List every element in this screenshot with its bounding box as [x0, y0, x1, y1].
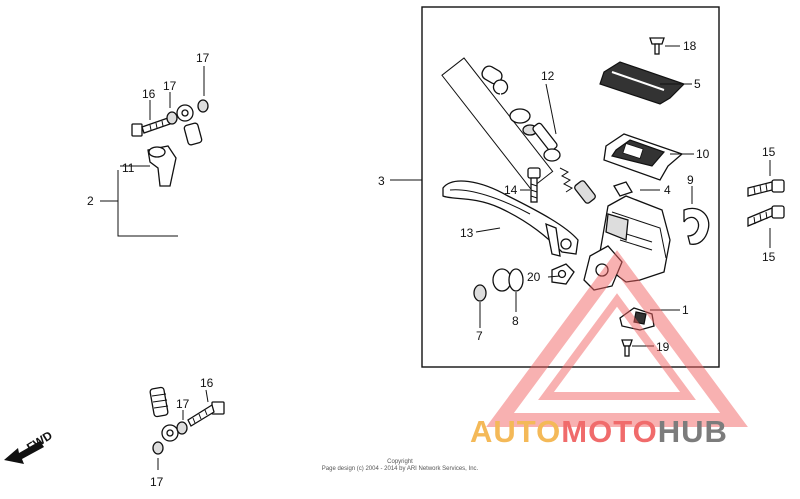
watermark-triangle [486, 250, 748, 427]
watermark-text: AUTOMOTOHUB [470, 414, 728, 449]
callout-11: 11 [122, 161, 135, 175]
screw-18 [649, 37, 665, 55]
callout-13: 13 [460, 226, 474, 240]
callout-17: 17 [196, 51, 210, 65]
upper-hose-fitting [183, 122, 203, 146]
callout-17: 17 [176, 397, 190, 411]
callout-labels: 17 17 16 11 2 16 17 17 3 18 12 5 10 14 4… [87, 39, 776, 489]
callout-3: 3 [378, 174, 385, 188]
callout-14: 14 [504, 183, 518, 197]
washer-17-upper-b [197, 99, 209, 113]
seal-7 [473, 284, 487, 302]
watermark-moto: MOTO [561, 414, 657, 449]
callout-17: 17 [163, 79, 177, 93]
washer-17-upper-a [166, 111, 178, 125]
master-cylinder-frame [421, 6, 720, 368]
callout-2: 2 [87, 194, 94, 208]
bolt-16-upper [131, 117, 171, 137]
right-leaders [475, 45, 771, 347]
callout-5: 5 [694, 77, 701, 91]
bolt-15-upper [747, 179, 785, 197]
copyright-notice: Copyright Page design (c) 2004 - 2014 by… [322, 459, 479, 472]
callout-4: 4 [664, 183, 671, 197]
nut-20 [551, 263, 575, 285]
callout-12: 12 [541, 69, 555, 83]
bracket-9 [683, 207, 710, 245]
callout-7: 7 [476, 329, 483, 343]
callout-19: 19 [656, 340, 670, 354]
callout-17: 17 [150, 475, 164, 489]
callout-8: 8 [512, 314, 519, 328]
fwd-label: FWD [24, 428, 55, 455]
switch-1 [619, 307, 655, 331]
callout-16: 16 [200, 376, 214, 390]
master-cylinder-body [583, 195, 671, 291]
watermark: AUTOMOTOHUB [470, 250, 748, 449]
callout-16: 16 [142, 87, 156, 101]
callout-18: 18 [683, 39, 697, 53]
lower-hose-fitting [149, 386, 169, 418]
screw-4 [613, 181, 633, 197]
left-leaders [100, 66, 209, 470]
seal-8 [492, 268, 524, 292]
copyright-line-1: Copyright [387, 459, 413, 465]
brake-lever-13 [442, 180, 579, 257]
watermark-hub: HUB [658, 414, 728, 449]
callout-15: 15 [762, 145, 776, 159]
reservoir-cap-5 [599, 61, 686, 105]
callout-9: 9 [687, 173, 694, 187]
bolt-16-lower [187, 401, 225, 427]
piston-kit-12 [441, 57, 596, 204]
callout-15: 15 [762, 250, 776, 264]
copyright-line-2: Page design (c) 2004 - 2014 by ARI Netwo… [322, 466, 479, 472]
fwd-arrow [4, 441, 44, 464]
watermark-auto: AUTO [470, 414, 561, 449]
washer-17-lower-b [152, 441, 164, 455]
washer-17-lower-a [176, 421, 188, 435]
diaphragm-10 [603, 133, 684, 181]
callout-20: 20 [527, 270, 541, 284]
bolt-15-lower [747, 205, 785, 227]
screw-19 [621, 339, 633, 357]
brake-hose-assembly [117, 99, 225, 455]
callout-10: 10 [696, 147, 710, 161]
pivot-bolt-14 [527, 167, 541, 203]
callout-1: 1 [682, 303, 689, 317]
